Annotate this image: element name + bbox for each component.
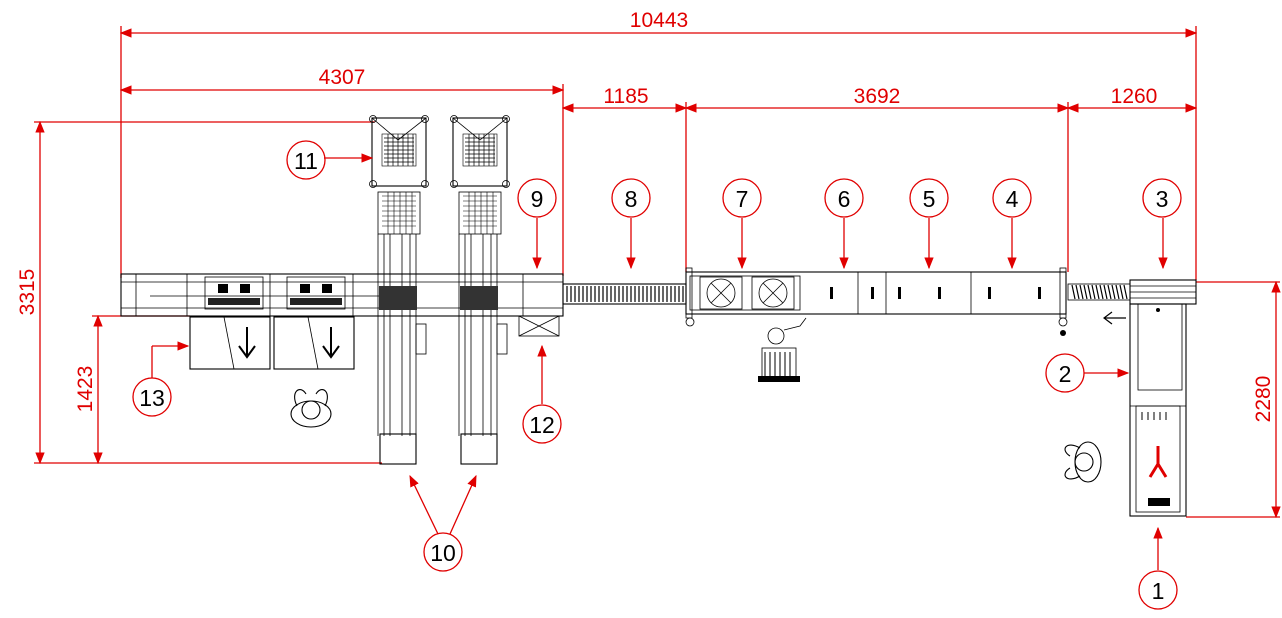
svg-text:1: 1 — [1152, 578, 1165, 604]
dimension-left-section: 4307 — [119, 66, 565, 276]
svg-text:10: 10 — [430, 540, 456, 566]
callout-5: 5 — [909, 178, 949, 270]
svg-text:11: 11 — [294, 148, 318, 174]
callout-7: 7 — [722, 178, 762, 270]
svg-text:12: 12 — [529, 412, 555, 438]
dimension-label-lower: 1423 — [74, 366, 97, 413]
svg-text:6: 6 — [838, 186, 851, 212]
svg-text:3: 3 — [1156, 186, 1169, 212]
dimension-gap-section: 1185 — [561, 85, 688, 272]
svg-text:7: 7 — [736, 186, 749, 212]
callout-12: 12 — [522, 344, 562, 444]
svg-text:9: 9 — [531, 186, 544, 212]
dimension-label-height: 3315 — [16, 269, 39, 316]
dispenser-unit-a — [204, 276, 264, 310]
dimension-right-section: 1260 — [1066, 85, 1198, 113]
roller-conveyor — [562, 283, 687, 305]
dimension-label-left: 4307 — [319, 66, 366, 89]
callout-3: 3 — [1142, 178, 1182, 270]
operator-left — [290, 389, 332, 428]
dispenser-unit-b — [286, 276, 346, 310]
svg-text:2: 2 — [1059, 361, 1072, 387]
dimension-overall-height: 3315 — [16, 120, 382, 465]
svg-text:8: 8 — [625, 186, 638, 212]
dimension-label-middle: 3692 — [854, 85, 901, 108]
svg-text:5: 5 — [923, 186, 936, 212]
infeed-station — [1103, 279, 1197, 517]
output-bin-a — [189, 316, 271, 370]
callout-1: 1 — [1138, 526, 1178, 610]
dimension-label-right-height: 2280 — [1252, 376, 1275, 423]
vacuum-pump — [758, 317, 807, 382]
gantry-robot-a — [369, 115, 429, 465]
dimension-label-right: 1260 — [1111, 85, 1158, 108]
processing-line — [685, 267, 1068, 336]
svg-text:4: 4 — [1006, 186, 1019, 212]
dimension-label-overall: 10443 — [630, 9, 688, 32]
gantry-robot-b — [450, 115, 510, 465]
infeed-screw — [1067, 283, 1131, 301]
callout-13: 13 — [132, 341, 190, 417]
callout-9: 9 — [517, 178, 557, 270]
callout-6: 6 — [824, 178, 864, 270]
dimension-middle-section: 3692 — [684, 85, 1070, 272]
dimension-overall-length: 10443 — [119, 9, 1198, 280]
dimension-label-gap: 1185 — [603, 85, 648, 108]
callout-11: 11 — [286, 140, 374, 180]
operator-right — [1064, 441, 1102, 483]
dimension-right-height: 2280 — [1186, 280, 1281, 519]
output-bin-b — [273, 316, 355, 370]
dimension-lower-height: 1423 — [74, 314, 190, 465]
callout-4: 4 — [992, 178, 1032, 270]
callout-10: 10 — [409, 474, 477, 572]
callout-8: 8 — [611, 178, 651, 270]
svg-text:13: 13 — [139, 385, 165, 411]
callout-2: 2 — [1045, 353, 1130, 393]
labeling-unit — [518, 315, 560, 337]
